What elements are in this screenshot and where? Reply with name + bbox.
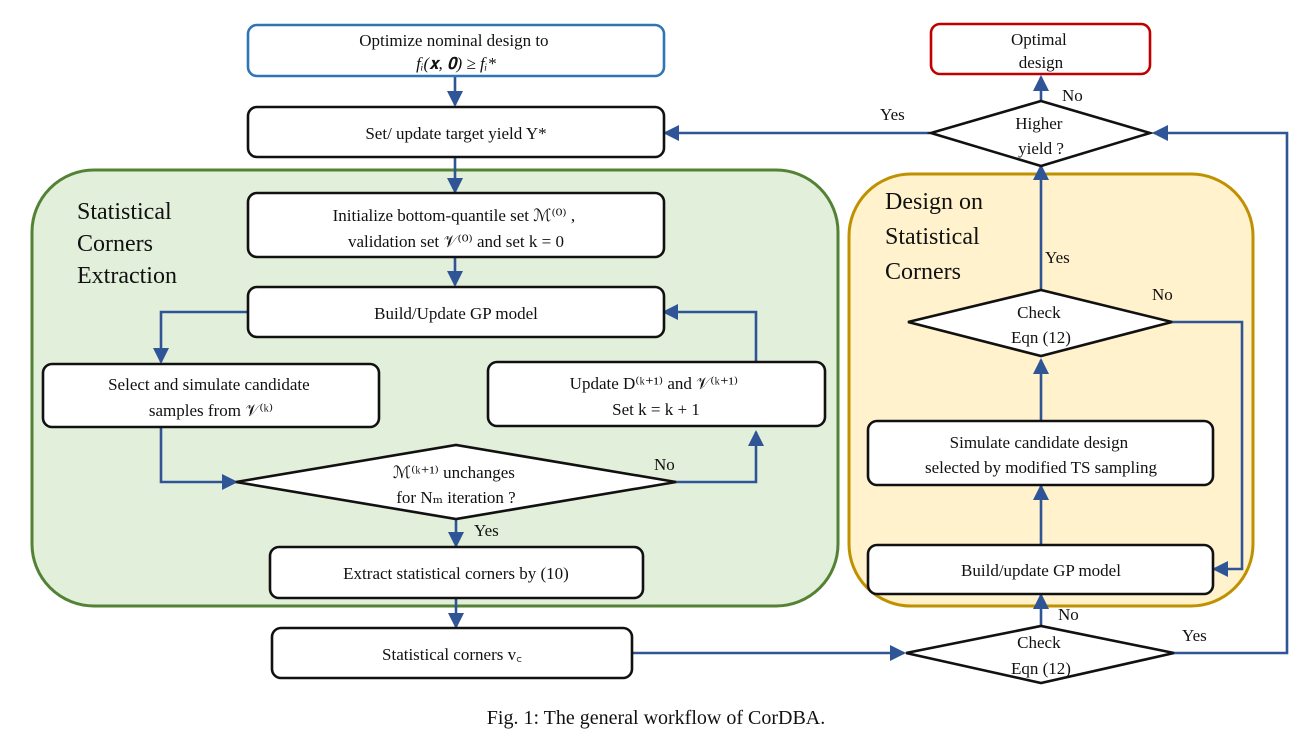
edge-update-to-build xyxy=(662,304,758,362)
node-text-line: Build/update GP model xyxy=(961,561,1121,580)
node-text-line: Set/ update target yield Y* xyxy=(365,124,546,143)
node-text-line: fᵢ(𝐱, 𝟎) ≥ fᵢ* xyxy=(416,54,496,73)
node-text-line: for Nₘ iteration ? xyxy=(396,488,515,507)
svg-text:ℳ⁽ᵏ⁺¹⁾ unchanges for Nₘ: ℳ⁽ᵏ⁺¹⁾ unchanges for Nₘ iteration ? xyxy=(393,463,519,507)
node-text-line: Select and simulate candidate xyxy=(108,375,310,394)
svg-text:Statistical corners v꜀: Statistical corners v꜀ xyxy=(382,645,522,664)
node-extract-corners: Extract statistical corners by (10) xyxy=(268,545,645,600)
edge-label-no: No xyxy=(1152,285,1173,304)
svg-text:Initialize bottom-quantile set: Initialize bottom-quantile set ℳ⁽⁰⁾ , va… xyxy=(333,206,580,251)
svg-text:Update D⁽ᵏ⁺¹⁾ and 𝒱⁽ᵏ⁺¹⁾: Update D⁽ᵏ⁺¹⁾ and 𝒱⁽ᵏ⁺¹⁾ Set k = k + 1 xyxy=(570,374,743,419)
svg-text:Set/ update target yield Y*: Set/ update target yield Y* xyxy=(365,124,546,143)
node-select-simulate: Select and simulate candidate samples fr… xyxy=(41,362,381,429)
node-text-line: Simulate candidate design xyxy=(950,433,1129,452)
svg-text:Check Eqn (12): Check Eqn (12) xyxy=(1011,633,1071,678)
node-text-line: Higher xyxy=(1015,114,1063,133)
edge-build-to-select xyxy=(153,310,248,364)
region-title-line: Design on xyxy=(885,189,983,215)
node-text-line: Optimize nominal design to xyxy=(359,31,548,50)
node-text-line: Check xyxy=(1017,633,1061,652)
region-title-line: Corners xyxy=(77,231,153,257)
edge-check-no-to-update xyxy=(676,430,764,484)
region-title-design: Design on Statistical Corners xyxy=(885,189,989,285)
node-build-update-gp: Build/Update GP model xyxy=(246,285,666,339)
edge-label-yes: Yes xyxy=(474,521,499,540)
region-title-line: Extraction xyxy=(77,263,177,289)
node-text-line: yield ? xyxy=(1018,139,1064,158)
node-text-line: validation set 𝒱⁽⁰⁾ and set k = 0 xyxy=(348,232,564,251)
edge-select-to-check xyxy=(159,427,238,490)
edge-check-eqn-top-no-to-build-gp2 xyxy=(1172,320,1244,577)
edge-label-no: No xyxy=(1062,86,1083,105)
svg-text:Check Eqn (12): Check Eqn (12) xyxy=(1011,303,1071,347)
node-text-line: Eqn (12) xyxy=(1011,659,1071,678)
svg-text:Select and simulate candidate: Select and simulate candidate samples fr… xyxy=(108,375,314,420)
svg-text:Build/Update GP model: Build/Update GP model xyxy=(374,304,538,323)
node-text-line: ℳ⁽ᵏ⁺¹⁾ unchanges xyxy=(393,463,515,482)
decision-higher-yield: Higher yield ? xyxy=(926,99,1155,168)
svg-text:Higher yield ?: Higher yield ? xyxy=(1015,114,1066,158)
node-build-update-gp-design: Build/update GP model xyxy=(866,543,1215,596)
node-text-line: Build/Update GP model xyxy=(374,304,538,323)
node-statistical-corners: Statistical corners v꜀ xyxy=(270,626,634,680)
node-text-line: Extract statistical corners by (10) xyxy=(343,564,569,583)
decision-check-eqn-top: Check Eqn (12) xyxy=(907,288,1173,358)
node-optimal-design: Optimal design xyxy=(929,22,1152,76)
svg-text:Simulate candidate design: Simulate candidate design selected by mo… xyxy=(925,433,1157,477)
svg-text:Optimal design: Optimal design xyxy=(1011,30,1071,72)
region-design-on-statistical-corners xyxy=(847,172,1255,608)
edge-check-eqn-yes-to-higher-yield xyxy=(1152,125,1289,655)
svg-text:Build/update GP model: Build/update GP model xyxy=(961,561,1121,580)
svg-text:Extract statistical corners by: Extract statistical corners by (10) xyxy=(343,564,569,583)
edge-label-yes: Yes xyxy=(1045,248,1070,267)
svg-text:Optimize nominal design to: Optimize nominal design to fᵢ(𝐱, 𝟎) ≥ fᵢ… xyxy=(359,31,553,73)
edge-label-no: No xyxy=(654,455,675,474)
node-text-line: samples from 𝒱⁽ᵏ⁾ xyxy=(149,401,273,420)
node-text-line: Set k = k + 1 xyxy=(612,400,700,419)
node-start: Optimize nominal design to fᵢ(𝐱, 𝟎) ≥ fᵢ… xyxy=(246,23,666,78)
node-simulate-candidate: Simulate candidate design selected by mo… xyxy=(866,419,1215,487)
node-initialize-sets: Initialize bottom-quantile set ℳ⁽⁰⁾ , va… xyxy=(246,191,666,259)
region-title-line: Corners xyxy=(885,259,961,285)
node-text-line: Statistical corners v꜀ xyxy=(382,645,522,664)
decision-m-unchanged: ℳ⁽ᵏ⁺¹⁾ unchanges for Nₘ iteration ? xyxy=(235,443,677,521)
node-set-target-yield: Set/ update target yield Y* xyxy=(246,105,666,159)
node-text-line: Check xyxy=(1017,303,1061,322)
region-title-extraction: Statistical Corners Extraction xyxy=(77,199,178,289)
edge-label-yes: Yes xyxy=(880,105,905,124)
node-text-line: selected by modified TS sampling xyxy=(925,458,1157,477)
node-text-line: Initialize bottom-quantile set ℳ⁽⁰⁾ , xyxy=(333,206,575,225)
decision-check-eqn-bottom: Check Eqn (12) xyxy=(905,624,1175,685)
figure-caption: Fig. 1: The general workflow of CorDBA. xyxy=(487,707,825,729)
node-text-line: Optimal xyxy=(1011,30,1067,49)
node-text-line: Eqn (12) xyxy=(1011,328,1071,347)
edge-label-yes: Yes xyxy=(1182,626,1207,645)
edge-label-no: No xyxy=(1058,605,1079,624)
region-statistical-corners-extraction xyxy=(30,168,840,608)
region-title-line: Statistical xyxy=(77,199,172,225)
node-update-sets: Update D⁽ᵏ⁺¹⁾ and 𝒱⁽ᵏ⁺¹⁾ Set k = k + 1 xyxy=(486,360,827,428)
node-text-line: design xyxy=(1019,53,1064,72)
node-text-line: Update D⁽ᵏ⁺¹⁾ and 𝒱⁽ᵏ⁺¹⁾ xyxy=(570,374,738,393)
region-title-line: Statistical xyxy=(885,224,980,250)
